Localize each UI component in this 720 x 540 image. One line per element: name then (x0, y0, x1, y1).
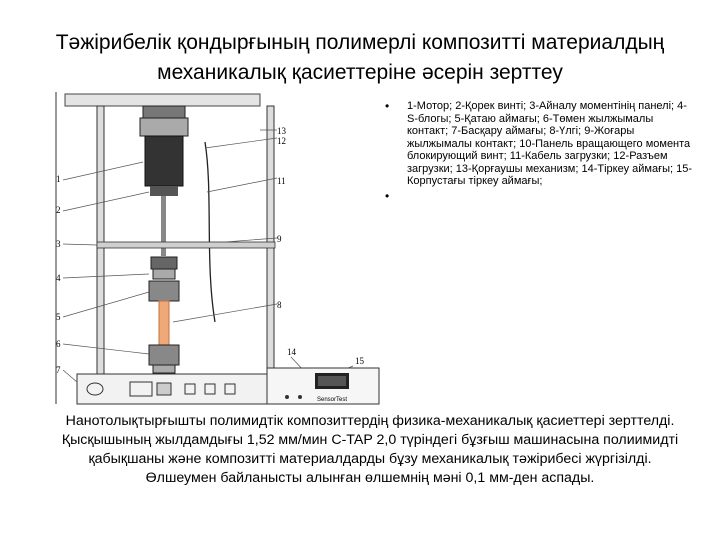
figure-label-5: 5 (56, 312, 61, 322)
figure-label-11: 11 (277, 176, 286, 186)
figure-label-8: 8 (277, 300, 282, 310)
figure-label-3: 3 (56, 239, 61, 249)
figure-label-15: 15 (355, 356, 365, 366)
figure-label-6: 6 (56, 339, 61, 349)
figure-label-12: 12 (277, 136, 286, 146)
figure-label-2: 2 (56, 205, 61, 215)
bullet-item: • 1-Мотор; 2-Қорек винті; 3-Айналу момен… (385, 100, 695, 188)
figure-label-9: 9 (277, 234, 282, 244)
description-paragraph: Нанотолықтырғышты полимидтік композиттер… (61, 413, 679, 486)
test-machine-diagram: 13 12 11 9 8 1 2 3 4 5 6 7 14 15 SensorT… (55, 92, 380, 405)
figure-label-13: 13 (277, 126, 287, 136)
bullet-marker: • (385, 99, 390, 113)
figure-label-1: 1 (56, 174, 61, 184)
bullet-item: • (385, 188, 695, 203)
figure-label-14: 14 (287, 347, 297, 357)
slide-title: Тәжірибелік қондырғының полимерлі композ… (55, 31, 665, 84)
bullet-marker: • (385, 188, 390, 203)
bullet-text: 1-Мотор; 2-Қорек винті; 3-Айналу моменті… (407, 100, 693, 187)
device-brand-label: SensorTest (317, 397, 347, 403)
legend-bullets: • 1-Мотор; 2-Қорек винті; 3-Айналу момен… (385, 100, 695, 202)
figure-label-7: 7 (56, 365, 61, 375)
figure-label-4: 4 (56, 273, 61, 283)
